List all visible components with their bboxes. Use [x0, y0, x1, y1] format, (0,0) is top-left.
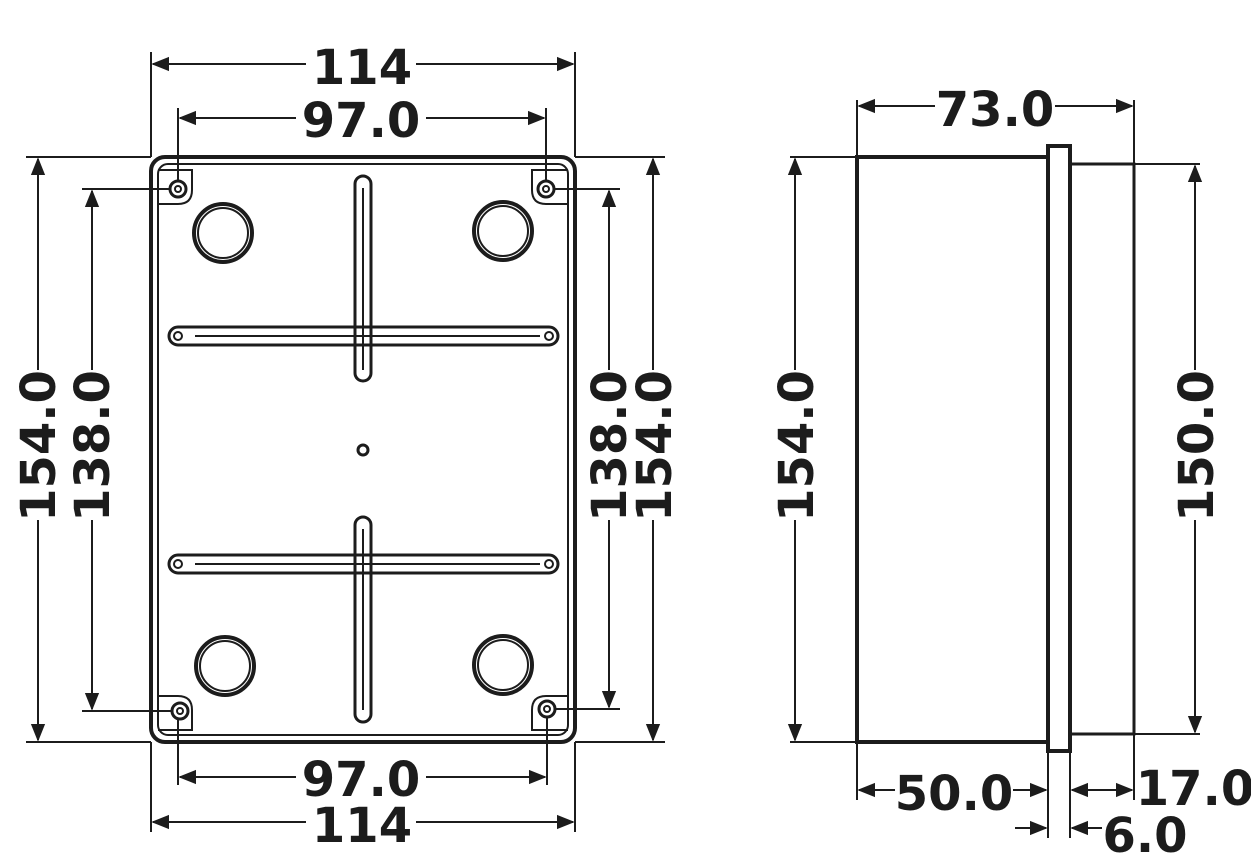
mounting-cross-lower — [167, 515, 560, 724]
side-lid — [1068, 162, 1136, 736]
side-extension-lines — [790, 100, 1200, 838]
knockout-hole-top-right — [472, 200, 534, 262]
corner-screw-bottom-left — [158, 695, 193, 731]
dim-lid-depth: 17.0 — [1136, 761, 1251, 817]
knockout-hole-bottom-right — [472, 634, 534, 696]
dim-bottom-outer-width: 114 — [312, 798, 412, 854]
dim-left-outer-height: 154.0 — [11, 370, 67, 522]
dim-top-hole-spacing: 97.0 — [302, 93, 420, 149]
enclosure-inner-outline — [157, 163, 569, 736]
dim-base-depth: 50.0 — [895, 766, 1013, 822]
knockout-hole-top-left — [192, 202, 254, 264]
corner-screw-bottom-right — [531, 695, 568, 731]
dim-left-hole-spacing: 138.0 — [65, 370, 121, 522]
dim-right-hole-spacing: 138.0 — [582, 370, 638, 522]
knockout-hole-bottom-left — [194, 635, 256, 697]
side-view: 73.0 154.0 150.0 50.0 17.0 6.0 — [769, 82, 1251, 857]
dim-top-outer-width: 114 — [312, 40, 412, 96]
enclosure-outline — [149, 155, 577, 744]
mounting-cross-upper — [167, 174, 560, 383]
corner-screw-top-right — [531, 169, 568, 205]
front-view: 114 97.0 97.0 114 154.0 138.0 138.0 154.… — [11, 40, 683, 854]
corner-screw-top-left — [158, 169, 193, 205]
dim-overall-depth: 73.0 — [936, 82, 1054, 138]
dim-side-right-height: 150.0 — [1169, 370, 1225, 522]
dim-side-left-height: 154.0 — [769, 370, 825, 522]
side-base-body — [855, 155, 1050, 744]
dim-flange-thickness: 6.0 — [1102, 808, 1187, 857]
side-flange — [1046, 144, 1072, 753]
dim-right-outer-height: 154.0 — [627, 370, 683, 522]
front-extension-lines — [26, 52, 665, 832]
center-hole — [356, 443, 370, 457]
